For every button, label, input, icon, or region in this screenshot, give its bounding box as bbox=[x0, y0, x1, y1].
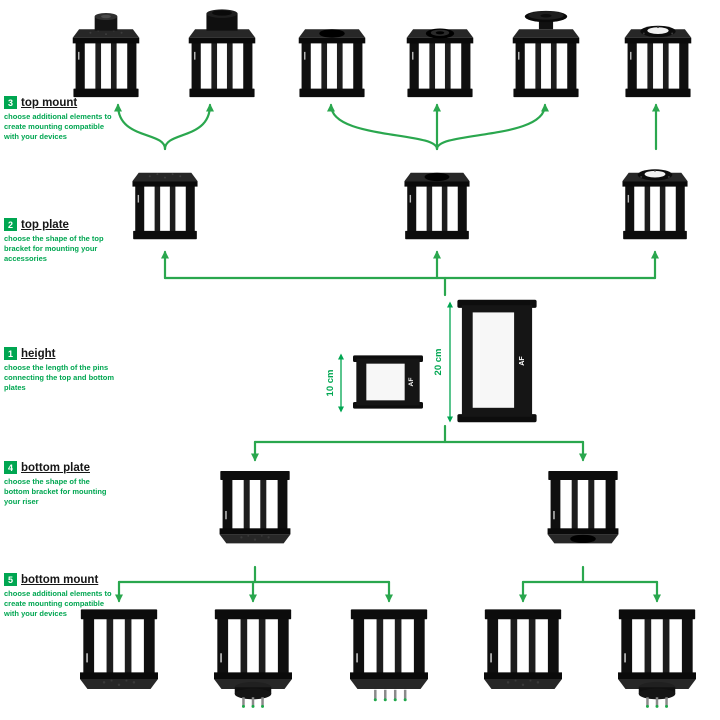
step-description: choose additional elements to create mou… bbox=[4, 589, 112, 618]
step-description: choose the shape of the top bracket for … bbox=[4, 234, 104, 263]
arrows-bottom-mount bbox=[115, 565, 661, 603]
product-bottom-mount-2 bbox=[206, 606, 300, 718]
product-top-mount-3 bbox=[286, 8, 378, 100]
step-top-mount: 3 top mount choose additional elements t… bbox=[4, 96, 116, 141]
step-bottom-plate: 4 bottom plate choose the shape of the b… bbox=[4, 461, 116, 506]
product-bottom-plate-1 bbox=[208, 468, 302, 566]
brand-logo: AF bbox=[408, 378, 415, 387]
product-bottom-mount-5 bbox=[610, 606, 704, 718]
arrows-bottom-plate bbox=[251, 424, 587, 462]
product-bottom-plate-2 bbox=[536, 468, 630, 566]
product-top-mount-4 bbox=[394, 8, 486, 100]
step-height: 1 height choose the length of the pins c… bbox=[4, 347, 116, 392]
brand-logo: AF bbox=[517, 356, 526, 366]
product-top-mount-6 bbox=[612, 8, 704, 100]
step-bottom-mount: 5 bottom mount choose additional element… bbox=[4, 573, 116, 618]
step-description: choose the length of the pins connecting… bbox=[4, 363, 114, 392]
step-number-badge: 4 bbox=[4, 461, 17, 474]
product-top-mount-2 bbox=[176, 8, 268, 100]
arrows-top-plate bbox=[161, 250, 659, 297]
step-label: bottom mount bbox=[21, 573, 99, 586]
step-number-badge: 2 bbox=[4, 218, 17, 231]
step-description: choose additional elements to create mou… bbox=[4, 112, 112, 141]
step-number-badge: 5 bbox=[4, 573, 17, 586]
height-label-small: 10 cm bbox=[325, 370, 336, 397]
product-top-mount-1 bbox=[60, 8, 152, 100]
step-description: choose the shape of the bottom bracket f… bbox=[4, 477, 107, 506]
step-top-plate: 2 top plate choose the shape of the top … bbox=[4, 218, 116, 263]
height-label-large: 20 cm bbox=[433, 349, 444, 376]
step-label: top plate bbox=[21, 218, 69, 231]
step-number-badge: 1 bbox=[4, 347, 17, 360]
product-bottom-mount-3 bbox=[342, 606, 436, 718]
product-top-plate-3 bbox=[605, 152, 705, 242]
step-number-badge: 3 bbox=[4, 96, 17, 109]
product-top-mount-5 bbox=[500, 8, 592, 100]
product-top-plate-1 bbox=[115, 152, 215, 242]
step-label: bottom plate bbox=[21, 461, 90, 474]
product-bottom-mount-4 bbox=[476, 606, 570, 718]
step-label: top mount bbox=[21, 96, 78, 109]
step-label: height bbox=[21, 347, 56, 360]
arrows-top-mount bbox=[114, 103, 660, 151]
product-riser-10cm: AF bbox=[345, 352, 431, 412]
product-top-plate-2 bbox=[387, 152, 487, 242]
product-bottom-mount-1 bbox=[72, 606, 166, 718]
product-riser-20cm: AF bbox=[452, 298, 542, 424]
